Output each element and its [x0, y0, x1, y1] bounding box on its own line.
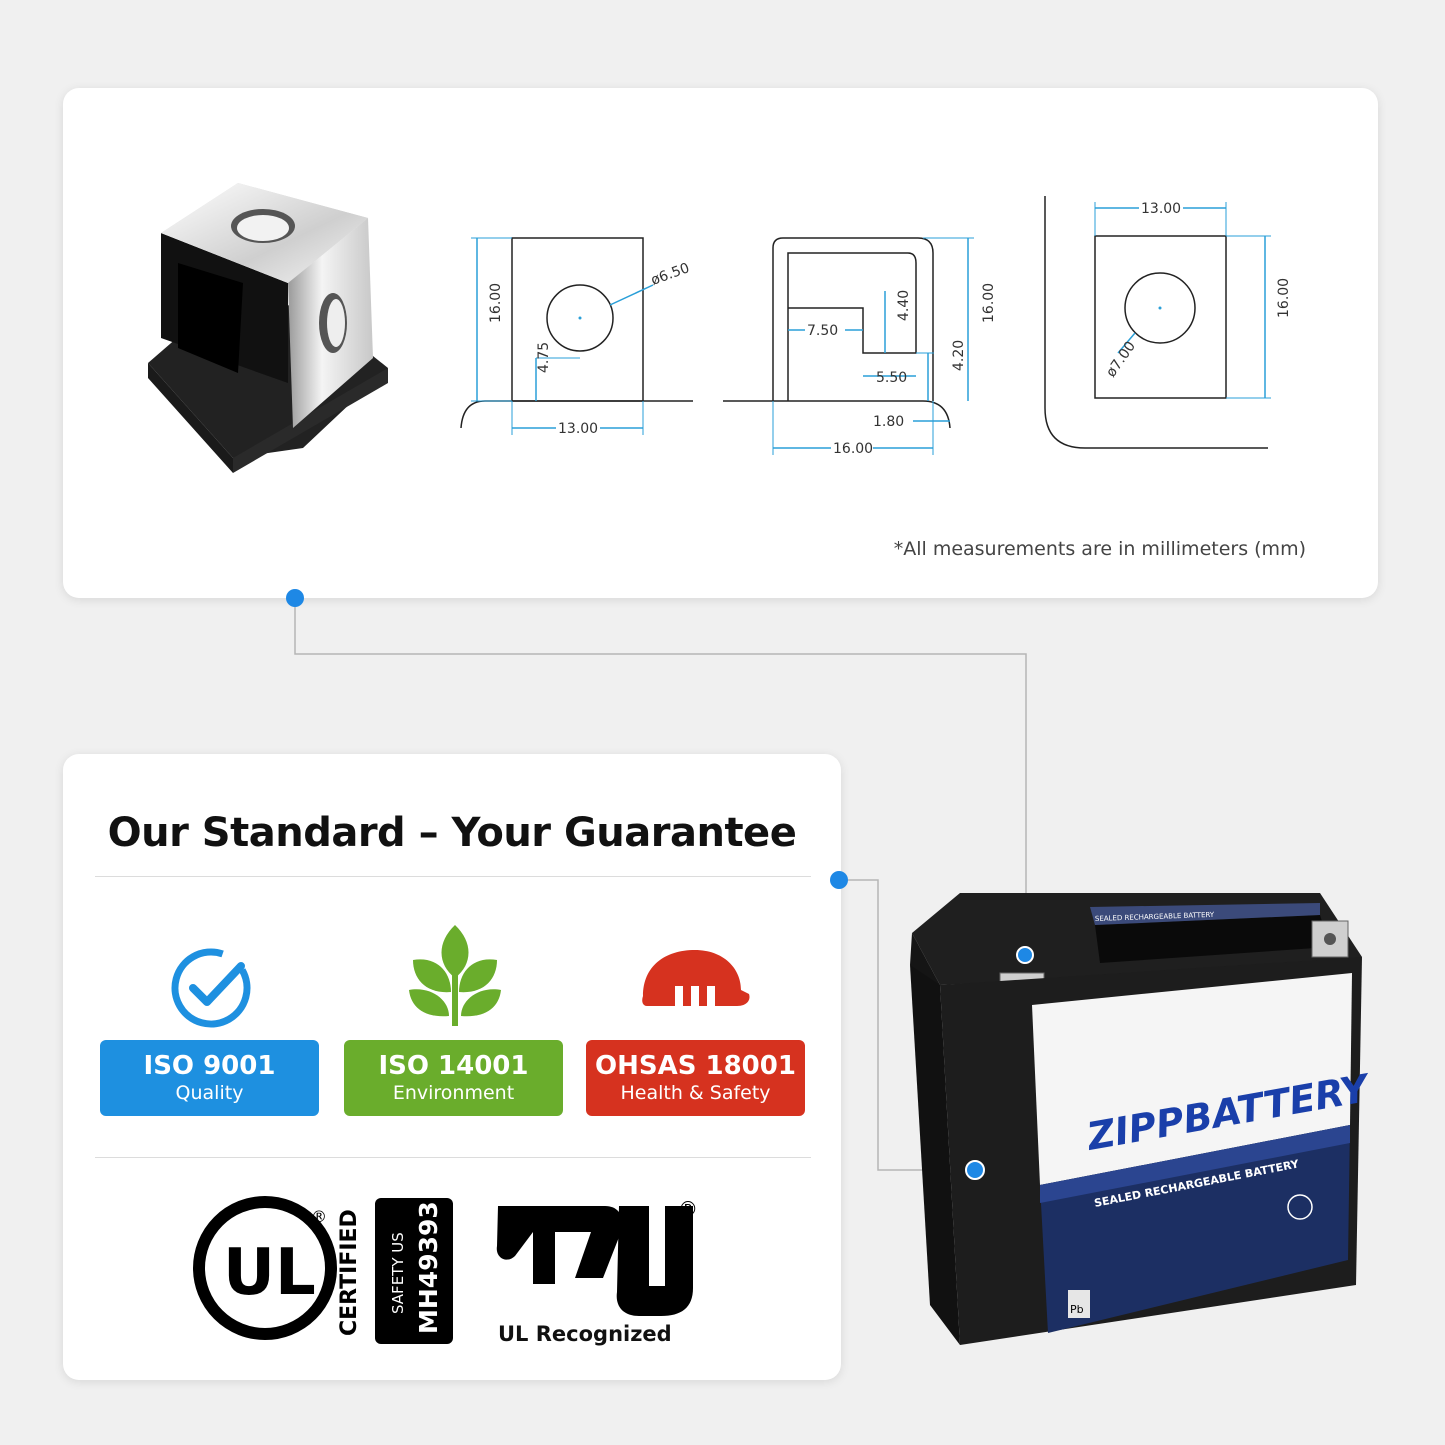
- badge-main-label: ISO 9001: [143, 1051, 276, 1081]
- hard-hat-icon: [642, 950, 750, 1006]
- dim-total-width-label: 16.00: [833, 441, 873, 457]
- badge-sub-label: Health & Safety: [620, 1082, 771, 1104]
- dimension-drawing-top: 13.00 16.00 ø7.00: [1044, 196, 1292, 449]
- standards-card: Our Standard – Your Guarantee ISO 9001 Q…: [63, 754, 841, 1380]
- battery-top-dot: [1016, 946, 1034, 964]
- dimension-drawing-front: ø6.50 16.00 4.75 13.00: [460, 237, 693, 437]
- divider-top: [95, 876, 811, 877]
- dim-thickness-label: 1.80: [873, 414, 904, 430]
- ul-file-number: MH49393: [414, 1201, 443, 1334]
- terminal-render-image: [148, 183, 388, 473]
- battery-pb-label: Pb: [1070, 1303, 1084, 1316]
- dim-hole-offset-label: 4.75: [536, 342, 552, 373]
- standards-title: Our Standard – Your Guarantee: [107, 810, 797, 856]
- ul-recognized-registered: ®: [678, 1197, 698, 1221]
- ul-logo-letters: UL: [223, 1236, 316, 1310]
- dim-base-label: 4.20: [951, 340, 967, 371]
- divider-bottom: [95, 1157, 811, 1158]
- dim-step-label: 5.50: [876, 370, 907, 386]
- ul-safety-us: SAFETY US: [389, 1232, 407, 1314]
- badge-sub-label: Environment: [392, 1082, 515, 1104]
- badge-ohsas-18001: OHSAS 18001 Health & Safety: [586, 1040, 805, 1116]
- terminal-spec-card: ø6.50 16.00 4.75 13.00 16.00 7.50 4.40 5…: [63, 88, 1378, 598]
- badge-sub-label: Quality: [175, 1082, 244, 1104]
- leaf-plant-icon: [409, 925, 501, 1026]
- dimension-drawing-side: 16.00 7.50 4.40 5.50 4.20 16.00 1.80: [723, 237, 997, 457]
- ul-certified-registered: ®: [311, 1207, 327, 1226]
- badge-main-label: OHSAS 18001: [595, 1051, 796, 1081]
- ul-recognized-logo: ®: [496, 1197, 698, 1316]
- dim-inner-height-label: 4.40: [896, 290, 912, 321]
- ul-recognized-label: UL Recognized: [498, 1322, 672, 1346]
- checkmark-circle-icon: [171, 948, 251, 1028]
- dim-top-height-label: 16.00: [1276, 278, 1292, 318]
- dim-inner-width-label: 7.50: [807, 323, 838, 339]
- badge-iso-14001: ISO 14001 Environment: [344, 1040, 563, 1116]
- badge-main-label: ISO 14001: [378, 1051, 529, 1081]
- ul-certified-logo: UL ® CERTIFIED SAFETY US MH49393: [193, 1196, 453, 1344]
- measurement-note: *All measurements are in millimeters (mm…: [893, 538, 1306, 560]
- dim-width-label: 13.00: [558, 421, 598, 437]
- battery-side-dot: [965, 1160, 985, 1180]
- dim-height-label: 16.00: [488, 283, 504, 323]
- battery-product-image: SEALED RECHARGEABLE BATTERY ZIPPBATTERY …: [910, 893, 1370, 1345]
- ul-certified-word: CERTIFIED: [337, 1209, 362, 1336]
- standard-connector-dot: [830, 871, 848, 889]
- dim-total-height-label: 16.00: [981, 283, 997, 323]
- spec-connector-dot: [286, 589, 304, 607]
- dim-top-width-label: 13.00: [1141, 201, 1181, 217]
- dim-diameter-label: ø6.50: [649, 260, 692, 289]
- dim-top-diameter-label: ø7.00: [1103, 339, 1139, 381]
- badge-iso-9001: ISO 9001 Quality: [100, 1040, 319, 1116]
